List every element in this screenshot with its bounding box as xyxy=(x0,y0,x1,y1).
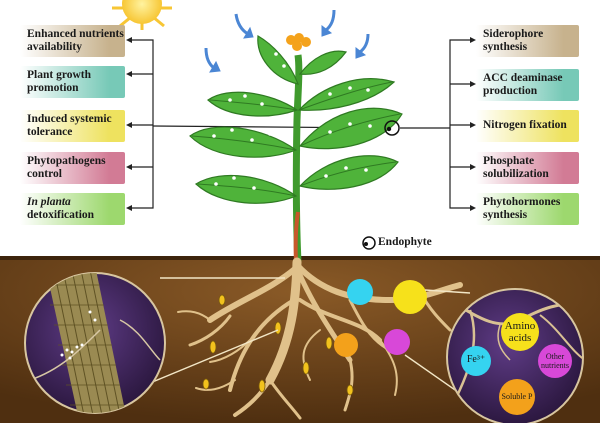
flower-icon xyxy=(286,33,311,51)
plant-leaves xyxy=(189,35,403,204)
endophyte-marker-icon xyxy=(384,120,400,136)
leaf-endophyte-dots xyxy=(212,52,372,190)
amino-acids-circle xyxy=(501,313,539,351)
root-magnification-circle xyxy=(24,272,166,414)
soluble-p-circle xyxy=(499,379,535,415)
label-nitrogen-fixation: Nitrogen fixation xyxy=(476,110,579,142)
fe-text: Fe³⁺ xyxy=(466,354,486,365)
sun-icon xyxy=(112,0,172,30)
right-connector xyxy=(400,39,470,209)
nutrient-magnification-circle xyxy=(446,288,584,423)
fe-blob xyxy=(347,279,373,305)
other-blob xyxy=(384,329,410,355)
legend-endophyte-icon xyxy=(362,236,376,250)
soluble-p-blob xyxy=(334,333,358,357)
plant-stem xyxy=(292,54,303,263)
legend-endophyte-label: Endophyte xyxy=(378,236,432,248)
amino-blob xyxy=(393,280,427,314)
light-arrow-icon xyxy=(204,9,370,73)
fe-circle xyxy=(461,346,491,376)
root-bacteria xyxy=(202,294,354,396)
other-nutrients-circle xyxy=(538,344,572,378)
soluble-p-text: Soluble P xyxy=(501,392,533,401)
